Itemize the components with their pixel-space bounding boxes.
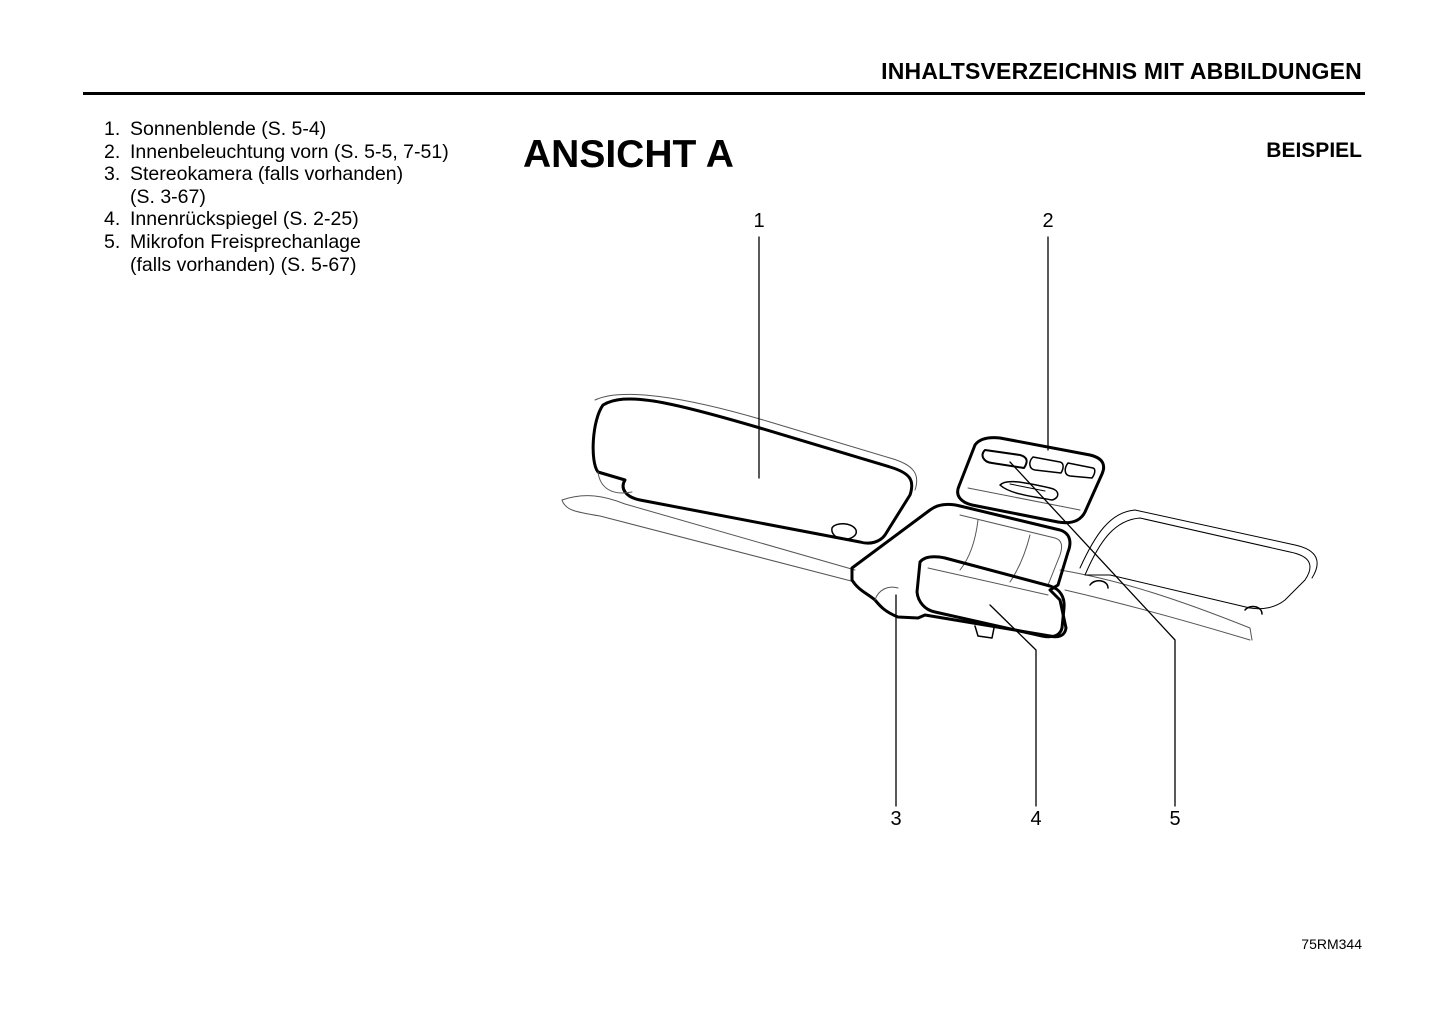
legend-item: 5. Mikrofon Freisprechanlage (falls vorha… (104, 231, 449, 276)
figure-code: 75RM344 (1301, 936, 1362, 952)
callout-1: 1 (753, 210, 765, 232)
callout-5: 5 (1169, 808, 1181, 830)
legend-item-text: Sonnenblende (S. 5-4) (130, 118, 327, 140)
legend-item-text: Stereokamera (falls vorhanden) (S. 3-67) (130, 163, 404, 208)
legend-item: 1. Sonnenblende (S. 5-4) (104, 118, 449, 141)
rear-view-mirror (915, 555, 1066, 639)
legend-item-number: 2. (104, 140, 121, 163)
interior-light-unit (956, 436, 1106, 525)
legend-item: 3. Stereokamera (falls vorhanden) (S. 3-6… (104, 163, 449, 208)
legend-item: 2. Innenbeleuchtung vorn (S. 5-5, 7-51) (104, 141, 449, 164)
legend-item-number: 4. (104, 208, 121, 231)
callout-2: 2 (1042, 210, 1054, 232)
view-title: ANSICHT A (523, 133, 734, 176)
legend-item-number: 3. (104, 163, 121, 186)
callout-4: 4 (1030, 808, 1042, 830)
legend-item: 4. Innenrückspiegel (S. 2-25) (104, 208, 449, 231)
sun-visor-right (1079, 509, 1318, 615)
sun-visor-left (591, 393, 918, 545)
legend-item-number: 1. (104, 118, 121, 140)
page-header-title: INHALTSVERZEICHNIS MIT ABBILDUNGEN (881, 58, 1362, 84)
legend-item-text: Mikrofon Freisprechanlage (falls vorhand… (130, 230, 361, 276)
legend-list: 1. Sonnenblende (S. 5-4) 2. Innenbeleuchtu… (104, 118, 449, 276)
legend-item-text: Innenbeleuchtung vorn (S. 5-5, 7-51) (130, 140, 449, 163)
leader-lines (758, 236, 1176, 807)
leader-line-5 (1009, 461, 1176, 807)
leader-line-4 (989, 604, 1037, 807)
callout-3: 3 (890, 808, 902, 830)
legend-item-number: 5. (104, 230, 121, 253)
example-label: BEISPIEL (1266, 139, 1362, 162)
legend-item-text: Innenrückspiegel (S. 2-25) (130, 208, 359, 231)
header-rule (83, 92, 1365, 95)
headliner-outline (561, 495, 1253, 641)
stereo-camera-housing (850, 502, 1072, 639)
